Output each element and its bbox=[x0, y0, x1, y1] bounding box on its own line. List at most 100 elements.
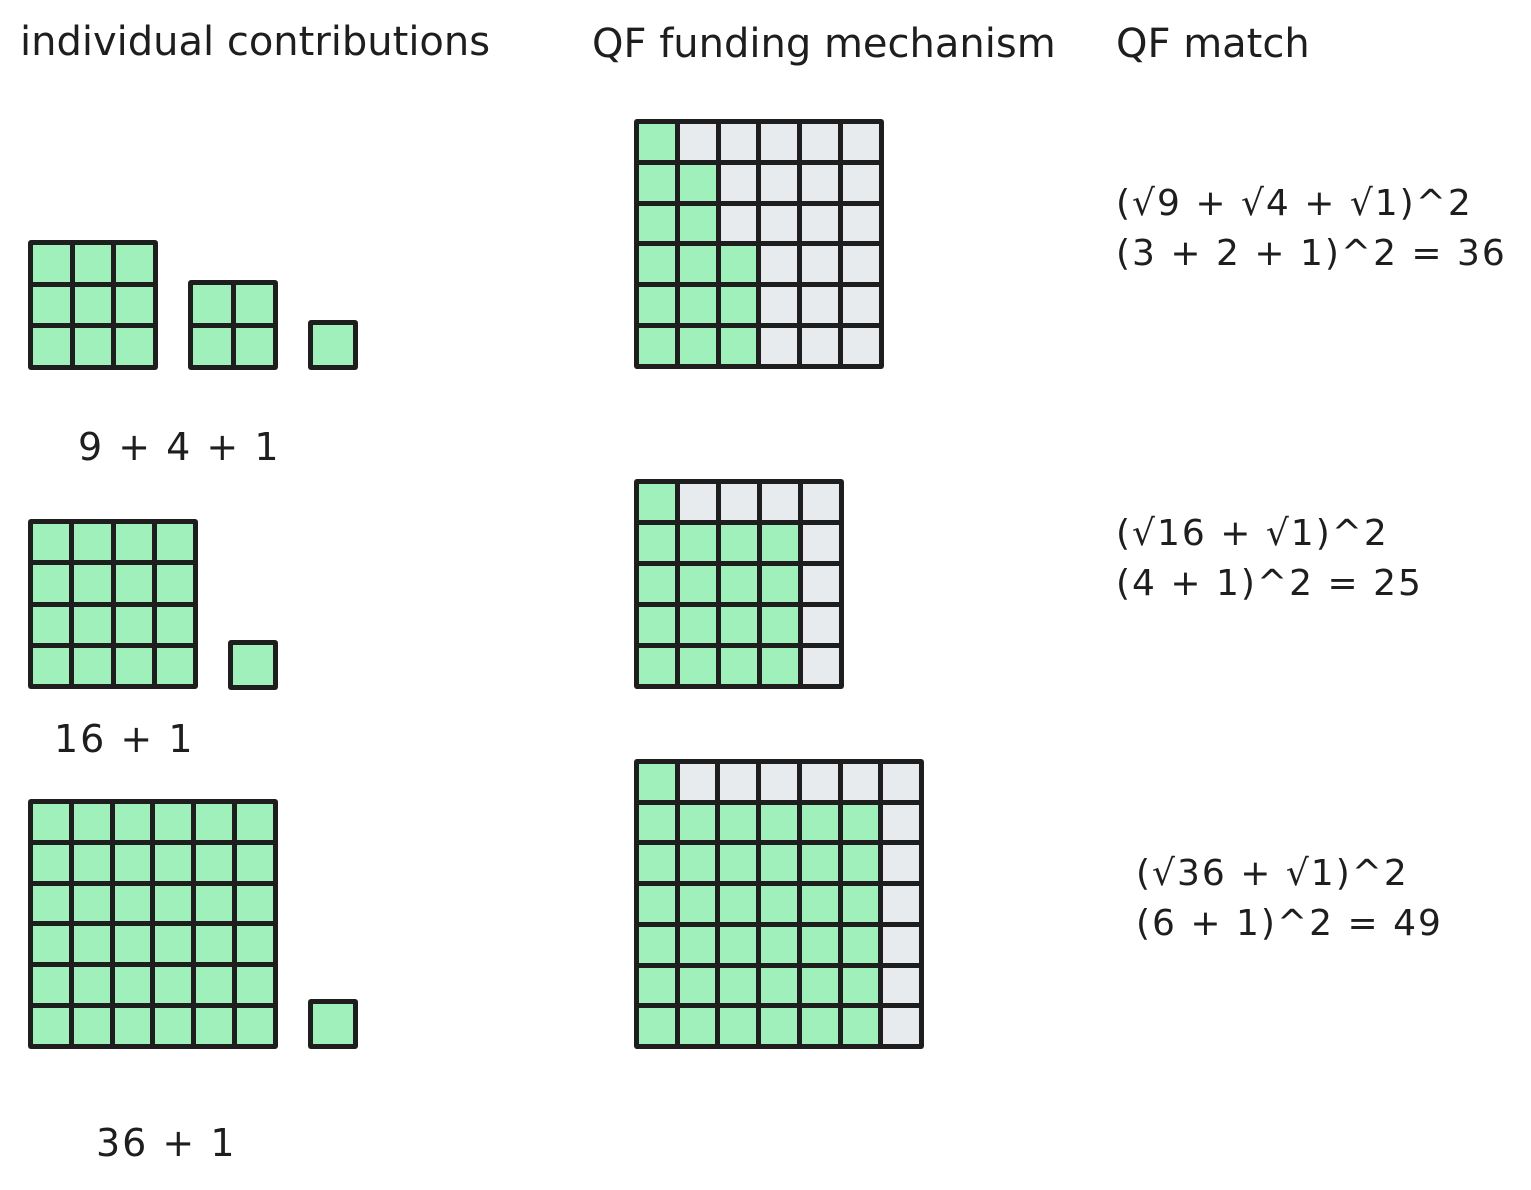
contribution-caption: 16 + 1 bbox=[54, 717, 195, 761]
empty-cell bbox=[843, 164, 879, 201]
filled-cell bbox=[762, 607, 798, 643]
filled-cell bbox=[679, 1008, 716, 1044]
filled-cell bbox=[761, 1008, 797, 1044]
empty-cell bbox=[802, 287, 839, 324]
filled-cell bbox=[801, 926, 838, 963]
match-formula-line2: (3 + 2 + 1)^2 = 36 bbox=[1116, 233, 1507, 274]
empty-cell bbox=[883, 886, 919, 922]
filled-cell bbox=[679, 205, 716, 242]
filled-cell bbox=[679, 845, 716, 882]
empty-cell bbox=[721, 484, 757, 520]
qf-funding-grid bbox=[634, 119, 884, 369]
filled-cell bbox=[33, 286, 70, 324]
empty-cell bbox=[761, 764, 797, 800]
filled-cell bbox=[156, 524, 193, 561]
filled-cell bbox=[639, 484, 675, 520]
filled-cell bbox=[679, 287, 716, 324]
filled-cell bbox=[155, 926, 192, 963]
filled-cell bbox=[801, 845, 838, 882]
empty-cell bbox=[883, 845, 919, 882]
empty-cell bbox=[843, 205, 879, 242]
empty-cell bbox=[762, 484, 798, 520]
filled-cell bbox=[114, 1008, 151, 1044]
filled-cell bbox=[155, 844, 192, 881]
filled-cell bbox=[639, 328, 675, 364]
filled-cell bbox=[73, 844, 110, 881]
filled-cell bbox=[761, 804, 797, 841]
filled-cell bbox=[679, 328, 716, 364]
filled-cell bbox=[155, 967, 192, 1004]
filled-cell bbox=[639, 287, 675, 324]
filled-cell bbox=[720, 1008, 757, 1044]
empty-cell bbox=[761, 205, 798, 242]
filled-cell bbox=[721, 525, 757, 561]
filled-cell bbox=[193, 327, 231, 365]
filled-cell bbox=[33, 844, 69, 881]
filled-cell bbox=[33, 245, 70, 282]
qf-funding-grid bbox=[634, 479, 844, 689]
match-formula-line1: (√9 + √4 + √1)^2 bbox=[1116, 183, 1473, 224]
filled-cell bbox=[114, 967, 151, 1004]
empty-cell bbox=[883, 804, 919, 841]
filled-cell bbox=[116, 286, 153, 324]
filled-cell bbox=[196, 926, 233, 963]
filled-cell bbox=[761, 845, 797, 882]
filled-cell bbox=[680, 525, 716, 561]
filled-cell bbox=[114, 885, 151, 922]
filled-cell bbox=[196, 885, 233, 922]
filled-cell bbox=[639, 886, 675, 922]
filled-cell bbox=[720, 328, 757, 364]
filled-cell bbox=[842, 1008, 879, 1044]
contribution-square-16 bbox=[28, 519, 198, 689]
filled-cell bbox=[74, 565, 111, 602]
filled-cell bbox=[679, 926, 716, 963]
filled-cell bbox=[720, 845, 757, 882]
empty-cell bbox=[802, 164, 839, 201]
filled-cell bbox=[156, 606, 193, 643]
filled-cell bbox=[33, 804, 69, 840]
filled-cell bbox=[237, 844, 273, 881]
empty-cell bbox=[803, 566, 839, 602]
filled-cell bbox=[720, 926, 757, 963]
filled-cell bbox=[679, 246, 716, 283]
filled-cell bbox=[639, 926, 675, 963]
empty-cell bbox=[803, 648, 839, 684]
filled-cell bbox=[679, 164, 716, 201]
contribution-square-9 bbox=[28, 240, 158, 370]
filled-cell bbox=[73, 967, 110, 1004]
empty-cell bbox=[761, 246, 798, 283]
filled-cell bbox=[237, 804, 273, 840]
filled-cell bbox=[842, 967, 879, 1004]
filled-cell bbox=[196, 967, 233, 1004]
filled-cell bbox=[155, 804, 192, 840]
header-individual-contributions: individual contributions bbox=[20, 19, 491, 65]
empty-cell bbox=[843, 124, 879, 160]
filled-cell bbox=[680, 648, 716, 684]
filled-cell bbox=[233, 645, 273, 685]
filled-cell bbox=[156, 565, 193, 602]
filled-cell bbox=[639, 607, 675, 643]
filled-cell bbox=[114, 926, 151, 963]
filled-cell bbox=[114, 844, 151, 881]
filled-cell bbox=[720, 287, 757, 324]
filled-cell bbox=[193, 285, 231, 323]
filled-cell bbox=[801, 804, 838, 841]
empty-cell bbox=[843, 328, 879, 364]
empty-cell bbox=[802, 246, 839, 283]
filled-cell bbox=[639, 205, 675, 242]
empty-cell bbox=[761, 328, 798, 364]
filled-cell bbox=[196, 804, 233, 840]
filled-cell bbox=[33, 328, 70, 365]
filled-cell bbox=[842, 845, 879, 882]
filled-cell bbox=[74, 328, 112, 365]
filled-cell bbox=[801, 1008, 838, 1044]
filled-cell bbox=[237, 1008, 273, 1044]
filled-cell bbox=[842, 886, 879, 922]
match-formula-line2: (6 + 1)^2 = 49 bbox=[1136, 903, 1443, 944]
empty-cell bbox=[803, 607, 839, 643]
empty-cell bbox=[761, 164, 798, 201]
filled-cell bbox=[639, 124, 675, 160]
filled-cell bbox=[33, 1008, 69, 1044]
filled-cell bbox=[73, 804, 110, 840]
filled-cell bbox=[721, 607, 757, 643]
